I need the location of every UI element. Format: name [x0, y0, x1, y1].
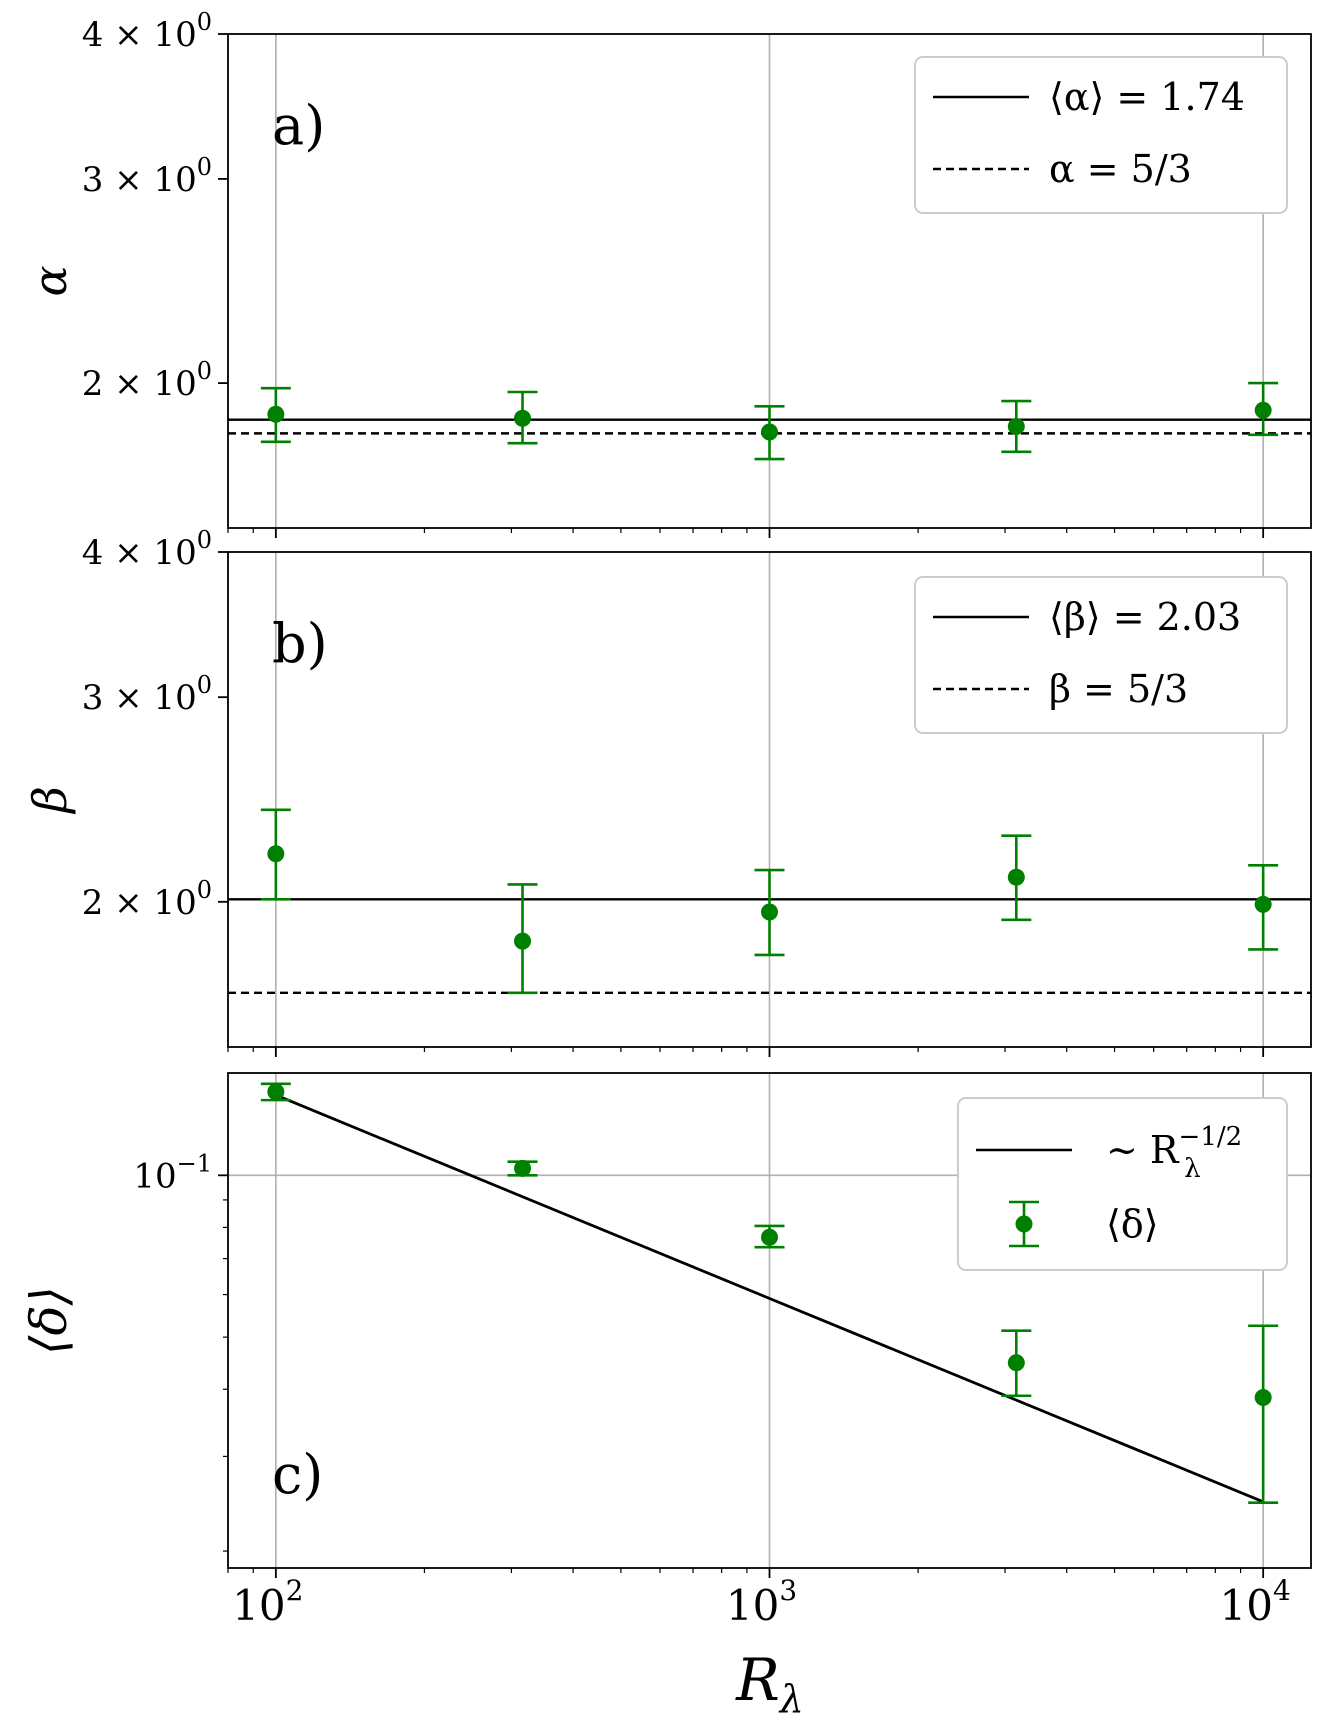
x-tick-base: 10 [1220, 1581, 1273, 1630]
y-tick-label: 4 × 100 [82, 526, 212, 573]
legend-label-sub: λ [1184, 1154, 1200, 1184]
legend-label-text: α = 5/3 [1049, 147, 1192, 191]
y-axis-label: β [23, 786, 77, 815]
y-tick-label: 3 × 100 [82, 671, 212, 718]
legend-label-text: ⟨β⟩ = 2.03 [1049, 595, 1241, 639]
y-tick-exponent: 0 [197, 8, 212, 36]
legend-label-prefix: ∼ R [1106, 1128, 1180, 1172]
y-tick-label: 2 × 100 [82, 357, 212, 404]
x-tick-label: 103 [726, 1574, 797, 1630]
legend-label-text: ⟨δ⟩ [1106, 1202, 1159, 1246]
legend-label: ⟨δ⟩ [1106, 1202, 1159, 1246]
x-axis-label-sub: λ [778, 1677, 804, 1721]
legend: ⟨α⟩ = 1.74 α = 5/3 [914, 56, 1288, 214]
y-tick-exponent: 0 [197, 526, 212, 554]
data-point [1254, 895, 1272, 913]
y-tick-exponent: 0 [197, 876, 212, 904]
legend-label: β = 5/3 [1049, 667, 1188, 711]
legend-label-text: ⟨α⟩ = 1.74 [1049, 75, 1245, 119]
data-point [1007, 1354, 1025, 1372]
y-tick-mantissa: 3 × 10 [82, 160, 197, 200]
panel-tag: b) [272, 612, 328, 675]
y-axis-label: α [23, 265, 77, 296]
y-tick-label: 4 × 100 [82, 8, 212, 55]
data-point [514, 409, 532, 427]
y-tick-exponent: 0 [197, 357, 212, 385]
legend-label: ⟨α⟩ = 1.74 [1049, 75, 1245, 119]
plot-frame [227, 1072, 1312, 1569]
y-tick-label: 10−1 [133, 1149, 212, 1196]
data-point [1254, 1389, 1272, 1407]
data-point [267, 845, 285, 863]
x-tick-base: 10 [232, 1581, 285, 1630]
data-point [761, 423, 778, 441]
fit-line [275, 1093, 1264, 1504]
y-tick-mantissa: 2 × 10 [82, 883, 197, 923]
y-tick-mantissa: 4 × 10 [82, 533, 197, 573]
data-point [1254, 401, 1272, 419]
y-tick-mantissa: 2 × 10 [82, 364, 197, 404]
legend-label: α = 5/3 [1049, 147, 1192, 191]
legend-marker [1015, 1215, 1033, 1233]
y-tick-exponent: 0 [197, 671, 212, 699]
data-point [514, 1159, 532, 1177]
legend-label: ⟨β⟩ = 2.03 [1049, 595, 1241, 639]
legend-label-sup: −1/2 [1179, 1122, 1243, 1152]
x-tick-exponent: 2 [286, 1574, 304, 1607]
y-tick-mantissa: 10 [133, 1156, 176, 1196]
data-point [514, 932, 532, 950]
panel-tag: a) [272, 94, 325, 157]
y-tick-label: 3 × 100 [82, 153, 212, 200]
plot-frame [227, 551, 1312, 1048]
x-tick-exponent: 3 [779, 1574, 797, 1607]
legend-box [957, 1097, 1288, 1271]
data-point [267, 1083, 285, 1101]
data-point [761, 903, 778, 921]
y-tick-exponent: 0 [197, 153, 212, 181]
plot-frame [227, 33, 1312, 529]
y-tick-exponent: −1 [177, 1149, 212, 1177]
data-point [267, 405, 285, 423]
x-tick-base: 10 [726, 1581, 779, 1630]
x-tick-label: 102 [232, 1574, 303, 1630]
x-tick-exponent: 4 [1273, 1574, 1291, 1607]
legend-label-text: β = 5/3 [1049, 667, 1188, 711]
data-point [1007, 417, 1025, 435]
x-axis-label-main: R [735, 1646, 780, 1714]
x-axis-label: Rλ [735, 1646, 804, 1721]
legend: ⟨β⟩ = 2.03 β = 5/3 [914, 576, 1288, 734]
panel-tag: c) [272, 1443, 323, 1506]
x-tick-label: 104 [1220, 1574, 1291, 1630]
y-tick-label: 2 × 100 [82, 876, 212, 923]
y-axis-label: ⟨δ⟩ [20, 1286, 78, 1355]
y-tick-mantissa: 4 × 10 [82, 15, 197, 55]
data-point [1007, 868, 1025, 886]
data-point [761, 1228, 778, 1246]
y-tick-mantissa: 3 × 10 [82, 678, 197, 718]
